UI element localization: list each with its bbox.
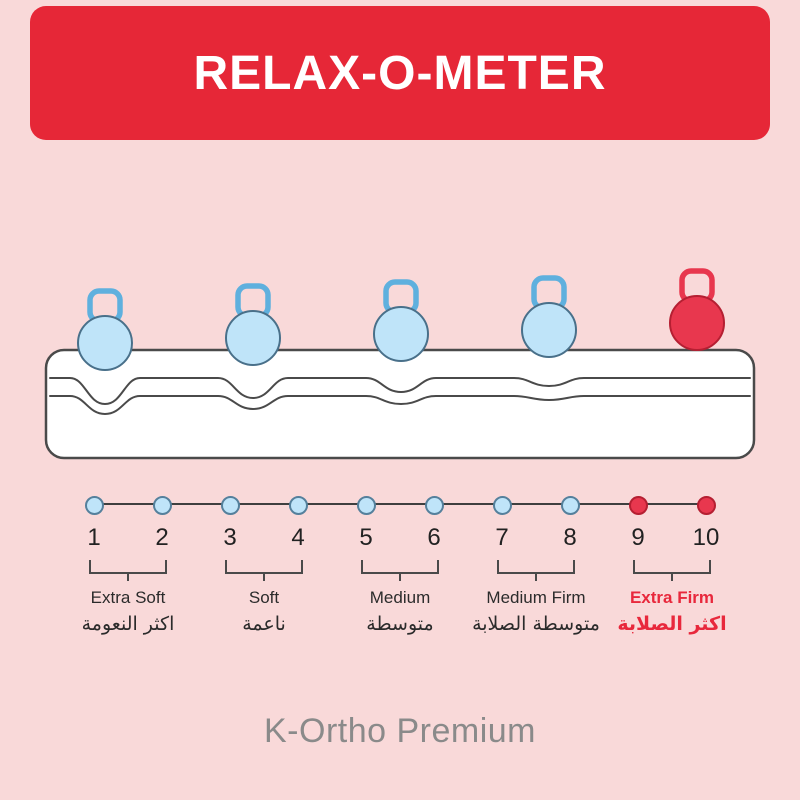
mattress-wave-bottom [49,395,751,416]
firmness-label: Medium Firm [486,588,586,607]
scale-dot [220,496,240,515]
mattress-illustration [44,268,756,460]
firmness-group: Extra Firm اكثر الصلابة [604,560,740,635]
firmness-group: Medium متوسطة [332,560,468,635]
scale-number: 2 [155,524,169,551]
firmness-label-arabic: متوسطة [366,613,434,635]
bracket [225,560,303,574]
bracket [361,560,439,574]
scale-dot [696,496,716,515]
firmness-label-arabic: اكثر النعومة [81,613,175,635]
scale-dot [628,496,648,515]
scale-number: 4 [291,524,305,551]
scale-dot [152,496,172,515]
scale-dot [560,496,580,515]
scale-dot [288,496,308,515]
scale-line [94,503,706,505]
scale-dot [492,496,512,515]
firmness-label: Medium [369,588,431,607]
scale-numbers-row: 1 2 3 4 5 6 7 8 9 10 [60,524,740,552]
kettlebell-icon [669,268,725,351]
banner: RELAX-O-METER [30,6,770,140]
scale-dot [84,496,104,515]
firmness-label-arabic: متوسطة الصلابة [472,613,600,635]
bracket [497,560,575,574]
firmness-label-arabic: ناعمة [242,613,286,635]
bracket [633,560,711,574]
scale-dot [424,496,444,515]
firmness-label-arabic: اكثر الصلابة [617,613,727,635]
page-title: RELAX-O-METER [193,46,607,100]
firmness-group: Extra Soft اكثر النعومة [60,560,196,635]
scale-number: 1 [87,524,101,551]
kettlebell-icon [521,275,577,358]
firmness-groups-row: Extra Soft اكثر النعومة Soft ناعمة Mediu… [60,560,740,635]
firmness-label: Extra Firm [629,588,715,607]
firmness-group: Soft ناعمة [196,560,332,635]
kettlebell-icon [225,283,281,366]
brand-name: K-Ortho Premium [264,712,536,750]
scale-number: 5 [359,524,373,551]
scale-number: 9 [631,524,645,551]
scale-number: 6 [427,524,441,551]
bracket [89,560,167,574]
kettlebell-icon [77,288,133,371]
firmness-label: Soft [248,588,280,607]
firmness-label: Extra Soft [90,588,166,607]
kettlebell-icon [373,279,429,362]
scale-number: 7 [495,524,509,551]
scale-number: 10 [692,524,720,551]
scale-number: 8 [563,524,577,551]
firmness-group: Medium Firm متوسطة الصلابة [468,560,604,635]
scale-number: 3 [223,524,237,551]
mattress-wave-top [49,377,751,406]
scale-dot [356,496,376,515]
scale-dots-row [60,496,740,520]
